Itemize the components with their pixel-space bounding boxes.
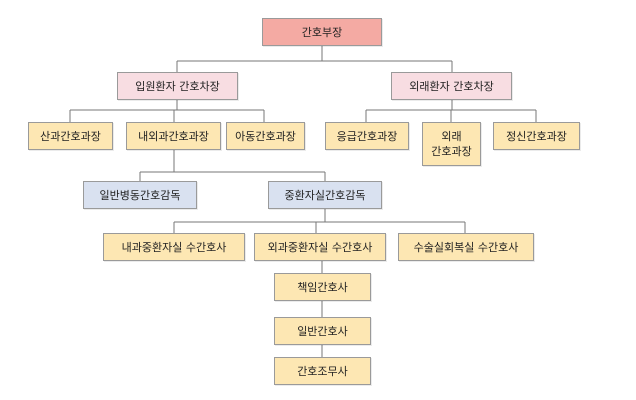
node-emergency: 응급간호과장: [325, 122, 409, 150]
node-head: 간호부장: [262, 18, 382, 46]
node-label: 일반간호사: [297, 324, 348, 338]
node-label: 외래환자 간호차장: [409, 79, 494, 93]
node-label: 책임간호사: [297, 280, 348, 294]
node-label: 외래 간호과장: [431, 130, 472, 158]
node-medical-icu: 내과중환자실 수간호사: [103, 233, 245, 261]
node-pediatric: 아동간호과장: [226, 122, 305, 150]
node-label: 정신간호과장: [506, 129, 567, 143]
node-label: 간호부장: [301, 25, 343, 39]
node-label: 내외과간호과장: [138, 129, 209, 143]
node-label: 입원환자 간호차장: [135, 79, 220, 93]
node-or-recovery: 수술실회복실 수간호사: [398, 233, 534, 261]
node-label: 아동간호과장: [235, 129, 296, 143]
node-inpatient-deputy: 입원환자 간호차장: [117, 72, 238, 100]
node-label: 수술실회복실 수간호사: [413, 240, 519, 254]
node-label: 간호조무사: [297, 364, 348, 378]
node-general-ward-supervisor: 일반병동간호감독: [83, 181, 197, 209]
node-surgical-icu: 외과중환자실 수간호사: [254, 233, 386, 261]
node-label: 산과간호과장: [40, 129, 101, 143]
node-staff-nurse: 일반간호사: [274, 317, 371, 345]
node-label: 일반병동간호감독: [99, 188, 181, 202]
node-psych: 정신간호과장: [493, 122, 580, 150]
node-label: 중환자실간호감독: [284, 188, 366, 202]
node-icu-supervisor: 중환자실간호감독: [268, 181, 382, 209]
node-obgyn: 산과간호과장: [28, 122, 113, 150]
node-charge-nurse: 책임간호사: [274, 273, 371, 301]
node-outpatient-nursing: 외래 간호과장: [422, 122, 481, 166]
node-label: 내과중환자실 수간호사: [121, 240, 227, 254]
node-nursing-aide: 간호조무사: [274, 357, 371, 385]
node-medsurg: 내외과간호과장: [126, 122, 221, 150]
node-label: 외과중환자실 수간호사: [267, 240, 373, 254]
node-label: 응급간호과장: [336, 129, 398, 143]
node-outpatient-deputy: 외래환자 간호차장: [391, 72, 512, 100]
